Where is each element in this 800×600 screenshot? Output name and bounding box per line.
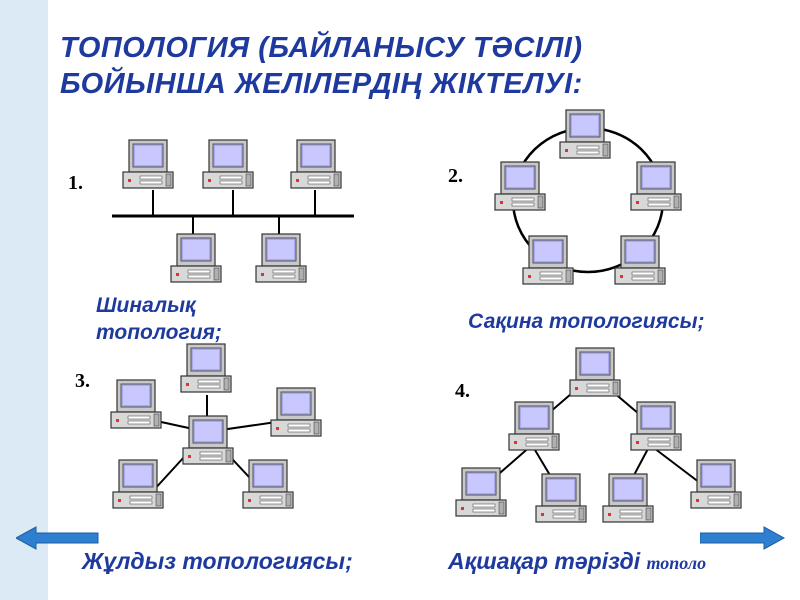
computer-icon	[453, 466, 509, 522]
caption-star: Жұлдыз топологиясы;	[82, 548, 353, 574]
title-line-1: ТОПОЛОГИЯ (БАЙЛАНЫСУ ТӘСІЛІ)	[60, 32, 583, 64]
computer-icon	[600, 472, 656, 528]
computer-icon	[612, 234, 668, 290]
computer-icon	[688, 458, 744, 514]
left-decor-stripe	[0, 0, 48, 600]
caption-tree-main: Ақшақар тәрізді	[448, 548, 641, 574]
computer-icon	[268, 386, 324, 442]
forward-button[interactable]	[700, 526, 786, 550]
diagram-number-3: 3.	[75, 370, 90, 392]
caption-ring: Сақина топологиясы;	[468, 310, 705, 333]
computer-icon	[180, 414, 236, 470]
page-title: ТОПОЛОГИЯ (БАЙЛАНЫСУ ТӘСІЛІ) БОЙЫНША ЖЕЛ…	[60, 30, 780, 102]
diagram-number-2: 2.	[448, 165, 463, 187]
title-line-2: БОЙЫНША ЖЕЛІЛЕРДІҢ ЖІКТЕЛУІ:	[60, 68, 583, 100]
back-button[interactable]	[16, 526, 100, 550]
computer-icon	[108, 378, 164, 434]
arrow-left-icon	[16, 526, 99, 550]
computer-icon	[492, 160, 548, 216]
caption-tree-tail: тополо	[646, 553, 707, 573]
computer-icon	[567, 346, 623, 402]
computer-icon	[520, 234, 576, 290]
arrow-right-icon	[700, 526, 786, 550]
computer-icon	[557, 108, 613, 164]
caption-bus-line-1: Шиналық	[96, 294, 196, 317]
caption-bus-line-2: топология;	[96, 321, 222, 344]
computer-icon	[288, 138, 344, 194]
computer-icon	[168, 232, 224, 288]
computer-icon	[240, 458, 296, 514]
diagram-number-4: 4.	[455, 380, 470, 402]
diagram-number-1: 1.	[68, 172, 83, 194]
computer-icon	[253, 232, 309, 288]
computer-icon	[628, 400, 684, 456]
computer-icon	[120, 138, 176, 194]
computer-icon	[200, 138, 256, 194]
computer-icon	[628, 160, 684, 216]
caption-bus: Шиналық топология;	[96, 292, 222, 346]
computer-icon	[533, 472, 589, 528]
computer-icon	[178, 342, 234, 398]
computer-icon	[506, 400, 562, 456]
computer-icon	[110, 458, 166, 514]
caption-tree: Ақшақар тәрізді тополо	[448, 548, 706, 575]
